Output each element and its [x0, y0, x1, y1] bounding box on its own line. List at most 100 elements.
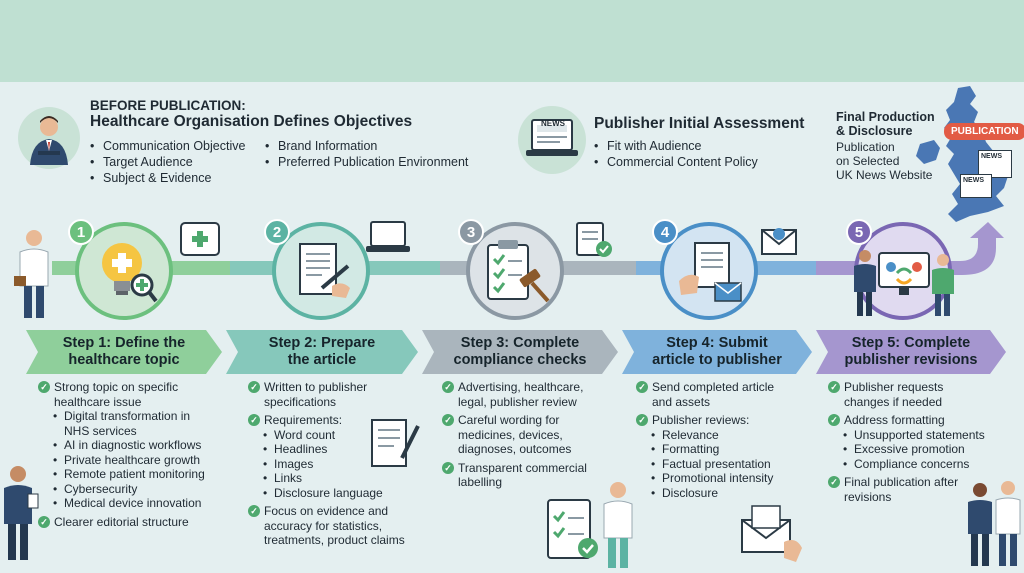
list-item: Cybersecurity — [38, 482, 205, 497]
list-item: Brand Information — [265, 138, 468, 154]
list-item: Links — [248, 471, 405, 486]
list-item: Subject & Evidence — [90, 170, 245, 186]
list-item: Factual presentation — [636, 457, 774, 472]
businessman-icon — [0, 464, 40, 569]
step-number-3: 3 — [458, 219, 484, 245]
step-3-list: Advertising, healthcare, legal, publishe… — [442, 380, 587, 490]
list-item: Address formatting — [828, 413, 985, 428]
list-item: Headlines — [248, 442, 405, 457]
first-aid-kit-icon — [180, 222, 220, 256]
list-item: Send completed article — [636, 380, 774, 395]
list-item: changes if needed — [844, 394, 943, 409]
list-item: Fit with Audience — [594, 138, 758, 154]
list-item: Word count — [248, 428, 405, 443]
list-item: Advertising, healthcare, — [442, 380, 587, 395]
list-item: Remote patient monitoring — [38, 467, 205, 482]
checklist-icon — [546, 494, 602, 569]
list-item: legal, publisher review — [458, 394, 577, 409]
nurse-icon — [930, 252, 956, 323]
final-sub-line3: UK News Website — [836, 168, 933, 182]
checklist-icon — [574, 219, 614, 264]
newspaper-icon: NEWS — [960, 174, 992, 198]
before-publication-section: BEFORE PUBLICATION: Healthcare Organisat… — [90, 98, 412, 130]
final-title-line2: & Disclosure — [836, 124, 913, 138]
list-item: revisions — [844, 489, 892, 504]
step-4-list: Send completed article and assets Publis… — [636, 380, 774, 500]
list-item: Unsupported statements — [828, 428, 985, 443]
step-number-4: 4 — [652, 219, 678, 245]
list-item: specifications — [264, 394, 337, 409]
list-item: NHS services — [64, 423, 137, 438]
before-title-line1: BEFORE PUBLICATION: — [90, 98, 246, 113]
list-item: Disclosure — [636, 486, 774, 501]
doctor-icon — [14, 228, 54, 325]
before-list-col1: Communication Objective Target Audience … — [90, 138, 245, 186]
step-2-title-line2: the article — [287, 352, 357, 368]
list-item: labelling — [458, 475, 503, 489]
list-item: AI in diagnostic workflows — [38, 438, 205, 453]
list-item: Publisher reviews: — [636, 413, 774, 428]
final-title-line1: Final Production — [836, 110, 935, 124]
list-item: healthcare issue — [54, 394, 142, 409]
list-item: Private healthcare growth — [38, 453, 205, 468]
step-2-list: Written to publisher specifications Requ… — [248, 380, 405, 548]
final-sub-line2: on Selected — [836, 154, 900, 168]
list-item: Excessive promotion — [828, 442, 985, 457]
step-number-2: 2 — [264, 219, 290, 245]
step-5-list: Publisher requests changes if needed Add… — [828, 380, 985, 504]
list-item: Strong topic on specific — [38, 380, 205, 395]
email-icon — [760, 220, 800, 261]
step-number-5: 5 — [846, 219, 872, 245]
list-item: Requirements: — [248, 413, 405, 428]
list-item: accuracy for statistics, — [264, 518, 383, 533]
assessment-list: Fit with Audience Commercial Content Pol… — [594, 138, 758, 170]
before-title-line2: Healthcare Organisation Defines Objectiv… — [90, 113, 413, 130]
list-item: Compliance concerns — [828, 457, 985, 472]
step-4-title-line1: Step 4: Submit — [666, 335, 768, 351]
step-4-title-line2: article to publisher — [652, 352, 782, 368]
list-item: and assets — [652, 394, 711, 409]
step-1-title-line1: Step 1: Define the — [62, 335, 186, 351]
step-number-1: 1 — [68, 219, 94, 245]
list-item: treatments, product claims — [264, 533, 405, 547]
before-list-col2: Brand Information Preferred Publication … — [265, 138, 468, 170]
list-item: Medical device innovation — [38, 496, 205, 511]
list-item: Relevance — [636, 428, 774, 443]
list-item: Clearer editorial structure — [38, 515, 205, 530]
list-item: Preferred Publication Environment — [265, 154, 468, 170]
list-item: Disclosure language — [248, 486, 405, 501]
top-band — [0, 0, 1024, 82]
list-item: Promotional intensity — [636, 471, 774, 486]
final-production-section: Final Production & Disclosure Publicatio… — [836, 110, 935, 182]
publication-badge: PUBLICATION — [944, 123, 1024, 140]
article-envelope-icon — [660, 222, 758, 320]
list-item: Communication Objective — [90, 138, 245, 154]
step-2-title-line1: Step 2: Prepare — [268, 335, 376, 351]
businessman-icon — [18, 107, 80, 169]
laptop-icon — [364, 220, 412, 263]
news-label: NEWS — [541, 119, 565, 128]
list-item: Careful wording for — [442, 413, 587, 428]
email-icon — [740, 502, 804, 569]
list-item: Target Audience — [90, 154, 245, 170]
businessman-icon — [852, 248, 878, 323]
list-item: Digital transformation in — [38, 409, 205, 424]
nurse-icon — [600, 480, 636, 573]
list-item: Written to publisher — [248, 380, 405, 395]
list-item: Formatting — [636, 442, 774, 457]
list-item: Commercial Content Policy — [594, 154, 758, 170]
list-item: Images — [248, 457, 405, 472]
final-sub-line1: Publication — [836, 140, 895, 154]
step-3-title-line2: compliance checks — [453, 352, 587, 368]
step-1-list: Strong topic on specific healthcare issu… — [38, 380, 205, 529]
step-5-title-line2: publisher revisions — [844, 352, 978, 368]
list-item: Publisher requests — [828, 380, 985, 395]
newspaper-laptop-icon — [518, 106, 586, 174]
step-5-title-line1: Step 5: Complete — [851, 335, 971, 351]
list-item: Transparent commercial — [442, 461, 587, 476]
step-3-title-line1: Step 3: Complete — [460, 335, 580, 351]
